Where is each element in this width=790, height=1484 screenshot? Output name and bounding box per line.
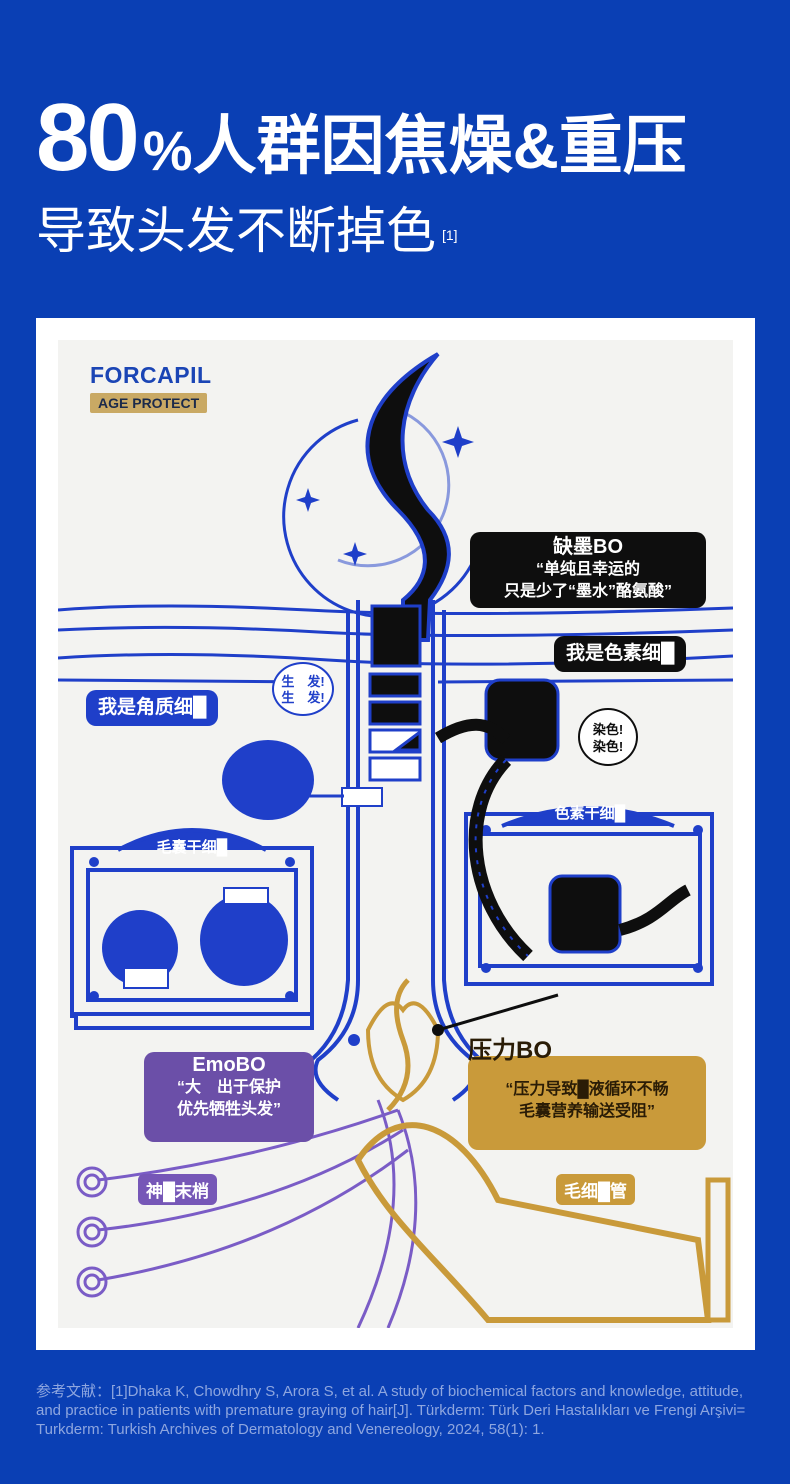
speech-bubble-quemo: 缺墨BO “单纯且幸运的 只是少了“墨水”酪氨酸” (470, 532, 706, 608)
shengfa-text: 生 发! (281, 674, 325, 689)
reference-text: 参考文献：[1]Dhaka K, Chowdhry S, Arora S, et… (36, 1383, 746, 1438)
plate-pigment-stem: 色素干细█ (554, 805, 626, 822)
capillary-label: 毛细█管 (556, 1174, 636, 1205)
speech-bubble-pressure: 压力BO “压力导致█液循环不畅 毛囊营养输送受阻” (468, 1037, 706, 1150)
speech-bubble-pigment-cell: 我是色素细█ (554, 636, 687, 672)
ranse-text-2: 染色! (592, 739, 624, 754)
emobo-title: EmoBO (192, 1054, 266, 1076)
headline-number: 80 (36, 84, 140, 191)
illustration: FORCAPIL AGE PROTECT 缺墨BO “单纯且幸运的 只是少了“墨… (58, 340, 733, 1328)
brand-logo: FORCAPIL AGE PROTECT (90, 362, 212, 413)
quemo-line1: “单纯且幸运的 (535, 561, 640, 578)
ranse-text: 染色! (592, 722, 624, 737)
hair-follicle-illustration (58, 352, 733, 1328)
emobo-line2: 优先牺牲头发” (176, 1101, 281, 1118)
subtitle-text: 导致头发不断掉色 (36, 203, 436, 259)
plate-follicle-stem: 毛囊干细█ (156, 839, 228, 856)
quemo-title: 缺墨BO (553, 536, 623, 558)
brand-tagline: AGE PROTECT (90, 393, 208, 413)
speech-bubble-emobo: EmoBO “大 出于保护 优先牺牲头发” (144, 1052, 314, 1142)
shengfa-text-2: 生 发! (281, 690, 325, 705)
brand-name: FORCAPIL (90, 362, 212, 388)
headline: 80 % 人群因焦燥&重压 (36, 90, 687, 186)
speech-bubble-keratin-cell: 我是角质细█ (86, 690, 219, 726)
pressure-title: 压力BO (468, 1037, 552, 1064)
headline-title: 人群因焦燥&重压 (192, 110, 687, 182)
pressure-line1: “压力导致█液循环不畅 (505, 1081, 669, 1098)
nerve-ending-label: 神█末梢 (138, 1174, 218, 1205)
quemo-line2: 只是少了“墨水”酪氨酸” (503, 583, 672, 600)
ranse-bubble: 染色! 染色! (578, 708, 638, 766)
illustration-card: FORCAPIL AGE PROTECT 缺墨BO “单纯且幸运的 只是少了“墨… (36, 318, 755, 1350)
subtitle: 导致头发不断掉色 [1] (36, 200, 458, 262)
subtitle-reference: [1] (442, 227, 458, 243)
emobo-line1: “大 出于保护 (176, 1079, 281, 1096)
shengfa-bubble: 生 发! 生 发! (272, 662, 334, 716)
pressure-line2: 毛囊营养输送受阻” (518, 1103, 655, 1120)
headline-percent: % (142, 119, 193, 182)
